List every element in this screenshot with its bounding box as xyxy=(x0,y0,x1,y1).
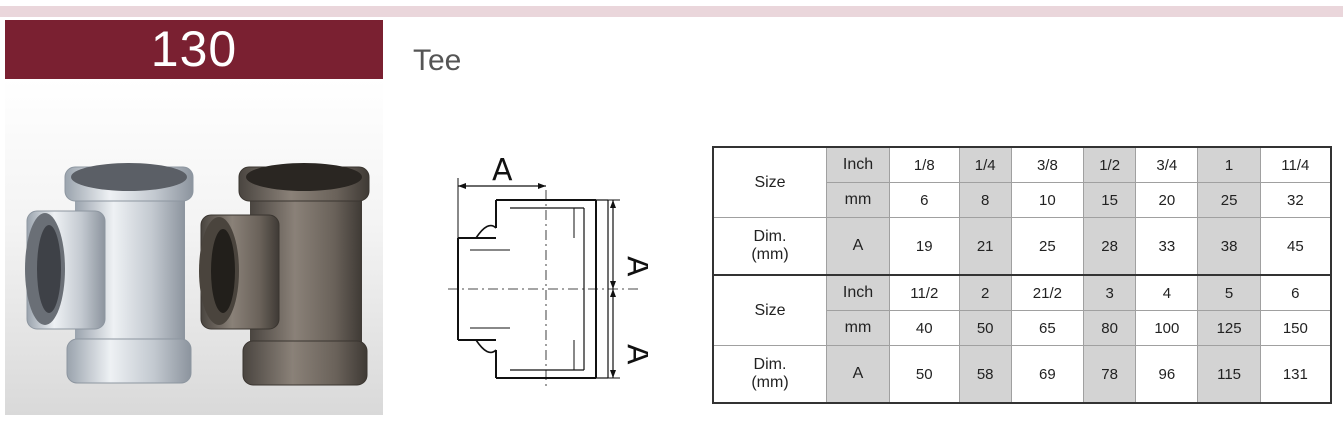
cell-inch: 3/4 xyxy=(1135,146,1199,183)
cell-inch: 1/8 xyxy=(889,146,960,183)
cell-inch: 21/2 xyxy=(1010,274,1085,311)
cell-a: 33 xyxy=(1135,217,1199,276)
cell-a: 78 xyxy=(1082,345,1137,404)
dim-label-line2: (mm) xyxy=(751,246,789,263)
dim-unit: A xyxy=(826,345,890,404)
cell-inch: 1/2 xyxy=(1082,146,1137,183)
product-photo xyxy=(5,79,383,415)
cell-mm: 150 xyxy=(1259,310,1332,346)
inch-unit: Inch xyxy=(826,146,890,183)
cell-mm: 80 xyxy=(1082,310,1137,346)
galvanized-tee xyxy=(25,163,194,384)
cell-a: 45 xyxy=(1259,217,1332,276)
cell-inch: 5 xyxy=(1197,274,1261,311)
product-code-banner: 130 xyxy=(5,20,383,79)
mm-unit: mm xyxy=(826,182,890,218)
cell-a: 69 xyxy=(1010,345,1085,404)
cell-mm: 40 xyxy=(889,310,960,346)
product-title: Tee xyxy=(413,44,462,77)
table-row-dim: Dim. (mm) A 50 58 69 78 96 115 131 xyxy=(712,345,1332,404)
cell-a: 25 xyxy=(1010,217,1085,276)
tee-dimension-drawing: A A A xyxy=(448,153,648,386)
cell-a: 115 xyxy=(1197,345,1261,404)
cell-inch: 6 xyxy=(1259,274,1332,311)
dimension-label-right-upper: A xyxy=(620,256,648,277)
cell-inch: 11/4 xyxy=(1259,146,1332,183)
table-row-dim: Dim. (mm) A 19 21 25 28 33 38 45 xyxy=(712,217,1332,276)
cell-mm: 125 xyxy=(1197,310,1261,346)
cell-a: 58 xyxy=(958,345,1012,404)
cell-mm: 25 xyxy=(1197,182,1261,218)
size-label: Size xyxy=(712,274,827,346)
size-label: Size xyxy=(712,146,827,218)
cell-mm: 8 xyxy=(958,182,1012,218)
cell-mm: 15 xyxy=(1082,182,1137,218)
mm-unit: mm xyxy=(826,310,890,346)
cell-a: 131 xyxy=(1259,345,1332,404)
cell-mm: 32 xyxy=(1259,182,1332,218)
table-row-inch: Size Inch 1/8 1/4 3/8 1/2 3/4 1 11/4 xyxy=(712,146,1332,218)
cell-inch: 3 xyxy=(1082,274,1137,311)
cell-mm: 100 xyxy=(1135,310,1199,346)
cell-mm: 65 xyxy=(1010,310,1085,346)
dim-label-line1: Dim. xyxy=(753,228,787,245)
black-iron-tee xyxy=(199,163,370,386)
cell-a: 38 xyxy=(1197,217,1261,276)
dimension-table: Size Inch 1/8 1/4 3/8 1/2 3/4 1 11/4 mm … xyxy=(712,146,1332,404)
cell-mm: 10 xyxy=(1010,182,1085,218)
cell-a: 96 xyxy=(1135,345,1199,404)
table-row-mm: mm 40 50 65 80 100 125 150 xyxy=(713,310,1332,346)
cell-a: 28 xyxy=(1082,217,1137,276)
cell-inch: 3/8 xyxy=(1010,146,1085,183)
dim-label-line1: Dim. xyxy=(753,356,787,373)
cell-inch: 2 xyxy=(958,274,1012,311)
tee-fittings-illustration xyxy=(25,163,370,386)
cell-inch: 1 xyxy=(1197,146,1261,183)
table-row-mm: mm 6 8 10 15 20 25 32 xyxy=(713,182,1332,218)
cell-mm: 6 xyxy=(889,182,960,218)
top-stripe xyxy=(0,6,1343,17)
dim-label-line2: (mm) xyxy=(751,374,789,391)
cell-a: 50 xyxy=(889,345,960,404)
dim-label: Dim. (mm) xyxy=(712,217,827,276)
cell-inch: 1/4 xyxy=(958,146,1012,183)
inch-unit: Inch xyxy=(826,274,890,311)
cell-a: 21 xyxy=(958,217,1012,276)
dim-unit: A xyxy=(826,217,890,276)
cell-mm: 20 xyxy=(1135,182,1199,218)
cell-a: 19 xyxy=(889,217,960,276)
dim-label: Dim. (mm) xyxy=(712,345,827,404)
cell-inch: 4 xyxy=(1135,274,1199,311)
table-row-inch: Size Inch 11/2 2 21/2 3 4 5 6 xyxy=(712,274,1332,346)
cell-mm: 50 xyxy=(958,310,1012,346)
cell-inch: 11/2 xyxy=(889,274,960,311)
dimension-label-right-lower: A xyxy=(620,344,648,365)
dimension-label-top: A xyxy=(492,153,513,188)
